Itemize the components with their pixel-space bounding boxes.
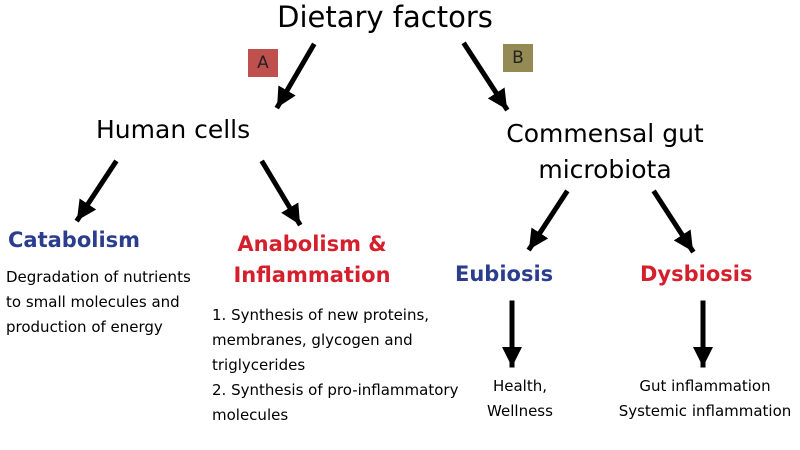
arrow-to-anabolism xyxy=(259,159,303,227)
anabolism-heading: Anabolism & Inflammation xyxy=(233,232,391,287)
dysbiosis-outcome: Gut inflammation Systemic inflammation xyxy=(618,377,792,420)
human-cells-node: Human cells xyxy=(96,115,251,144)
dysbiosis-heading: Dysbiosis xyxy=(640,262,753,286)
diagram-title: Dietary factors xyxy=(277,0,493,34)
catabolism-heading: Catabolism xyxy=(8,228,141,252)
branch-tag-b: B xyxy=(503,44,533,72)
commensal-microbiota-node: Commensal gut microbiota xyxy=(506,119,704,184)
arrow-to-human-cells xyxy=(274,42,317,110)
arrow-to-eubiosis xyxy=(526,189,570,252)
anabolism-item: 2. Synthesis of pro-inflammatory molecul… xyxy=(212,381,459,424)
branch-tag-a: A xyxy=(248,49,278,77)
branch-tag-b-label: B xyxy=(512,48,524,68)
arrow-to-dysbiosis xyxy=(651,189,696,254)
catabolism-description: Degradation of nutrients to small molecu… xyxy=(6,268,191,336)
branch-tag-a-label: A xyxy=(257,53,269,73)
eubiosis-heading: Eubiosis xyxy=(455,262,554,286)
arrow-to-commensal xyxy=(461,41,510,112)
anabolism-item: 1. Synthesis of new proteins, membranes,… xyxy=(212,306,430,374)
arrow-to-catabolism xyxy=(74,159,119,223)
eubiosis-outcome: Health, Wellness xyxy=(487,377,553,420)
anabolism-description: 1. Synthesis of new proteins, membranes,… xyxy=(212,303,482,428)
